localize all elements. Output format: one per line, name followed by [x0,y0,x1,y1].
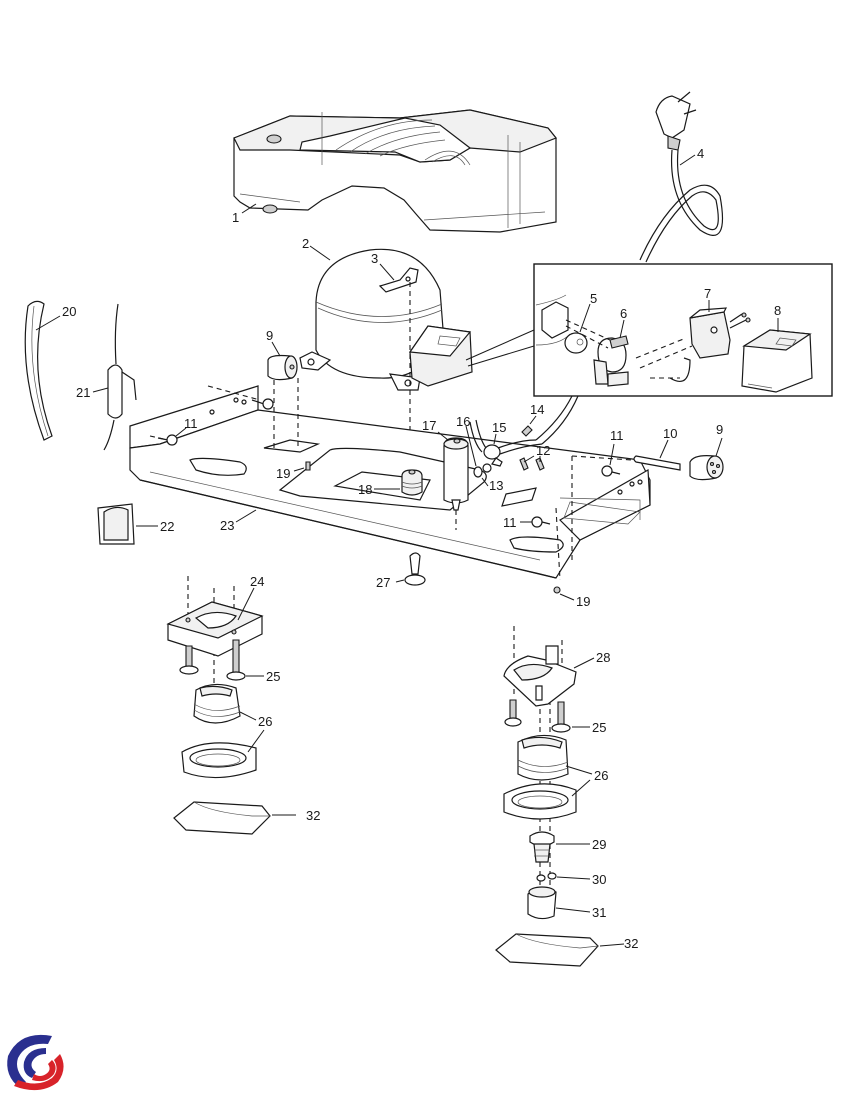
callout-16: 16 [456,414,470,429]
base-plate[interactable] [129,385,651,579]
terminal-cover[interactable] [741,329,813,393]
screw-11-left[interactable] [157,434,178,446]
screws-25-left[interactable] [179,639,246,681]
compressor-bracket[interactable] [378,267,419,293]
screw-11-right[interactable] [601,465,621,477]
callout-5: 5 [590,291,597,306]
swirl-logo-icon [7,1034,64,1091]
screws-12[interactable] [519,457,545,471]
mount-pin[interactable] [404,552,426,586]
callout-24: 24 [250,574,264,589]
callout-8: 8 [774,303,781,318]
screws-25-right[interactable] [504,699,571,733]
callout-2: 2 [302,236,309,251]
callout-11-right: 11 [610,428,624,443]
dryer-filter[interactable] [443,437,469,511]
callout-32-right: 32 [624,936,638,951]
foot-bracket-24[interactable] [166,601,264,657]
callout-25-left: 25 [266,669,280,684]
callout-9-left: 9 [266,328,273,343]
capillary-tube[interactable] [103,303,137,451]
overload-protector[interactable] [564,332,588,354]
grommet-left[interactable] [267,354,298,381]
callout-6: 6 [620,306,627,321]
foot-bracket-28[interactable] [503,645,577,707]
leveling-insert[interactable] [529,831,555,863]
screw-14[interactable] [521,425,533,437]
callout-4: 4 [697,146,704,161]
callout-28: 28 [596,650,610,665]
callout-32-left: 32 [306,808,320,823]
callout-30: 30 [592,872,606,887]
drip-tray[interactable] [233,109,557,233]
relay-holder[interactable] [593,335,629,387]
callout-19-left: 19 [276,466,290,481]
clamp-15[interactable] [483,444,503,467]
grommet-right[interactable] [689,455,724,481]
instruction-sheet-left[interactable] [173,801,271,835]
screws-30[interactable] [536,872,557,882]
callout-17: 17 [422,418,436,433]
callout-26-left: 26 [258,714,272,729]
rivet-19-left[interactable] [305,461,311,471]
screw-rear-left[interactable] [251,398,274,410]
washer-16[interactable] [473,466,483,478]
callout-12: 12 [536,443,550,458]
callout-1: 1 [232,210,239,225]
callout-3: 3 [371,251,378,266]
adjustable-foot-right[interactable] [503,734,577,820]
callout-11-left: 11 [184,416,198,431]
pin[interactable] [633,455,681,471]
callout-14: 14 [530,402,544,417]
instruction-sheet-right[interactable] [495,933,599,967]
callout-19-right: 19 [576,594,590,609]
clip[interactable] [97,503,135,545]
callout-31: 31 [592,905,606,920]
callout-21: 21 [76,385,90,400]
callout-15: 15 [492,420,506,435]
power-cord[interactable] [639,91,724,263]
adjustable-foot-left[interactable] [181,683,257,779]
starter-relay[interactable] [689,307,751,359]
callout-11-front: 11 [503,515,517,530]
callout-26-right: 26 [594,768,608,783]
callout-7: 7 [704,286,711,301]
rivet-19-right[interactable] [553,586,561,594]
callout-9-right: 9 [716,422,723,437]
callout-23: 23 [220,518,234,533]
electrical-inset [533,263,833,397]
callout-27: 27 [376,575,390,590]
nut-13[interactable] [482,463,492,473]
callout-29: 29 [592,837,606,852]
callout-25-right: 25 [592,720,606,735]
callout-10: 10 [663,426,677,441]
callout-20: 20 [62,304,76,319]
callout-13: 13 [489,478,503,493]
callout-22: 22 [160,519,174,534]
foot-cap[interactable] [527,886,557,920]
rubber-mount[interactable] [401,469,423,496]
callout-18: 18 [358,482,372,497]
insulation-tube[interactable] [24,300,53,441]
